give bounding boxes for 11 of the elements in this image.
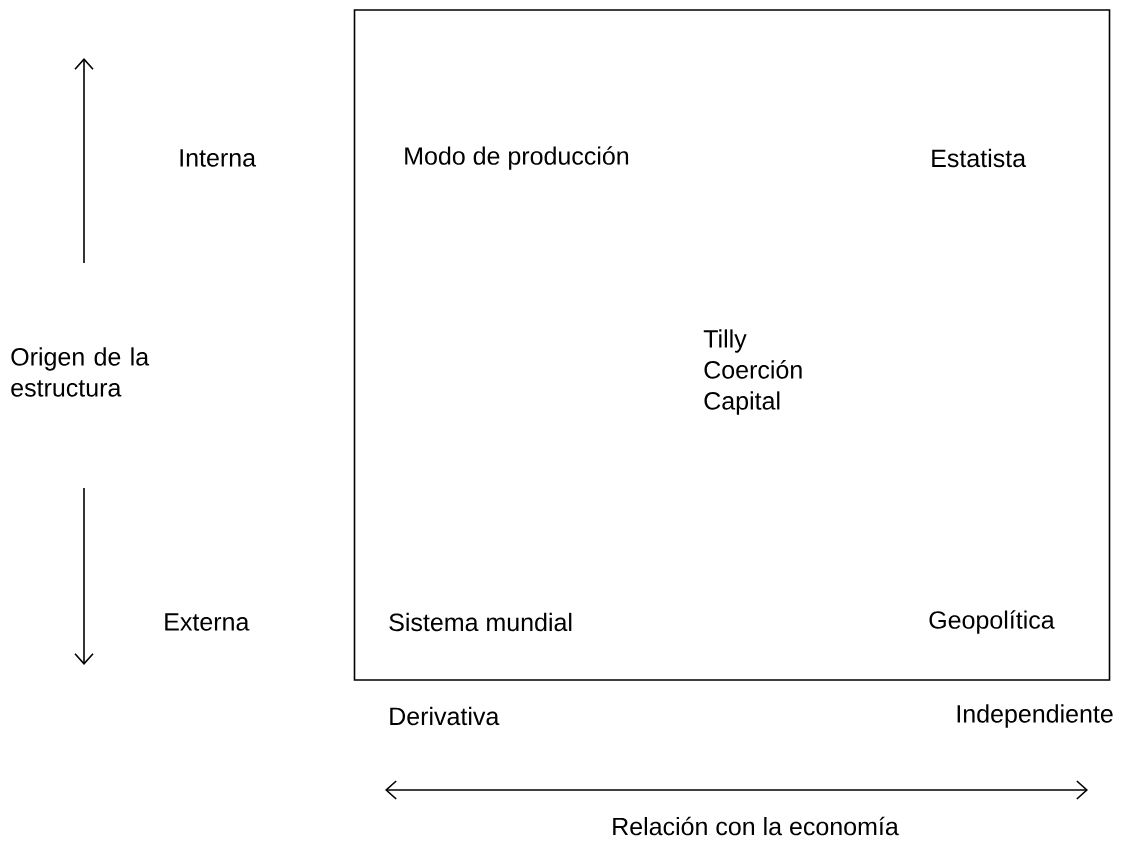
quadrant-label: Tilly Coerción Capital: [703, 329, 802, 415]
axis-label: Interna: [180, 149, 257, 167]
axis-label: Independiente: [957, 704, 1113, 728]
axis-label: Relación con la economía: [613, 816, 899, 836]
axis-label: Externa: [165, 613, 250, 631]
quadrant-label: Sistema mundial: [389, 612, 572, 632]
quadrant-label: Modo de producción: [405, 146, 629, 170]
quadrant-label: Estatista: [932, 148, 1027, 168]
quadrant-label: Geopolítica: [929, 610, 1055, 634]
axis-label: Origen de la estructura: [11, 347, 150, 397]
axis-label: Derivativa: [390, 706, 500, 726]
